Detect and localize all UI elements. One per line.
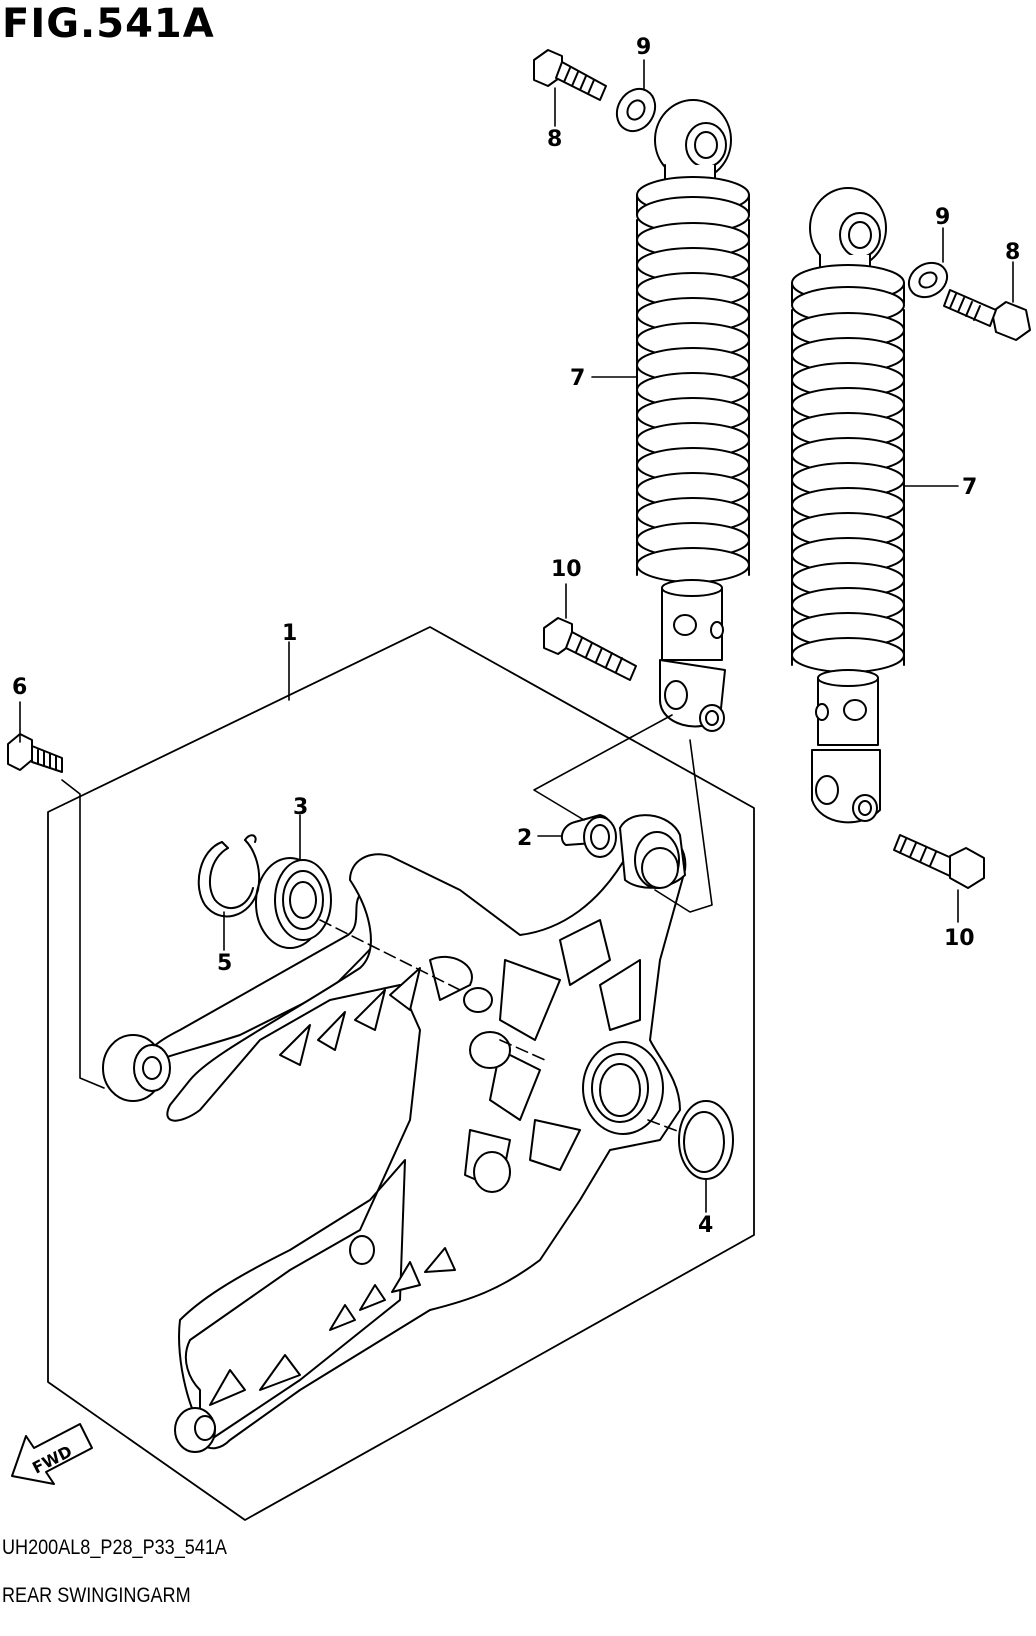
callout-8-left: 8 [547,127,562,152]
seal-4 [678,1100,734,1180]
callout-1: 1 [282,621,297,646]
callout-3: 3 [293,795,308,820]
collar-2 [560,814,617,858]
bolt-8-left [533,49,607,101]
bolt-10-lower [893,834,985,889]
callout-10-upper: 10 [551,557,582,582]
diagram-description: REAR SWINGINGARM [2,1584,191,1607]
callout-4: 4 [698,1213,713,1238]
dashed-axis-lines [319,919,681,1133]
washer-9-right [907,261,949,299]
callout-7-left: 7 [570,366,585,391]
shock-absorber-left [636,99,750,732]
callout-6: 6 [12,675,27,700]
callout-2: 2 [517,826,532,851]
figure-title: FIG.541A [2,1,215,47]
washer-9-left [615,87,657,133]
callout-10-lower: 10 [944,926,975,951]
swingarm [102,814,687,1453]
bearing-3 [255,857,332,949]
diagram-code: UH200AL8_P28_P33_541A [2,1536,227,1559]
bolt-10-upper [543,617,637,681]
callout-5: 5 [217,951,232,976]
callout-numbers: 1 2 3 4 5 6 7 7 8 8 9 9 10 10 [12,35,1020,1238]
swingarm-assembly-frame [47,626,755,1521]
shock-absorber-right [791,187,905,824]
callout-8-right: 8 [1005,240,1020,265]
callout-9-left: 9 [636,35,651,60]
circlip-5 [197,834,261,918]
bolt-8-right [943,289,1031,341]
bolt-6 [7,733,63,773]
leader-lines [19,59,1014,1213]
fwd-arrow-icon [11,1423,93,1485]
callout-9-right: 9 [935,205,950,230]
callout-7-right: 7 [962,475,977,500]
